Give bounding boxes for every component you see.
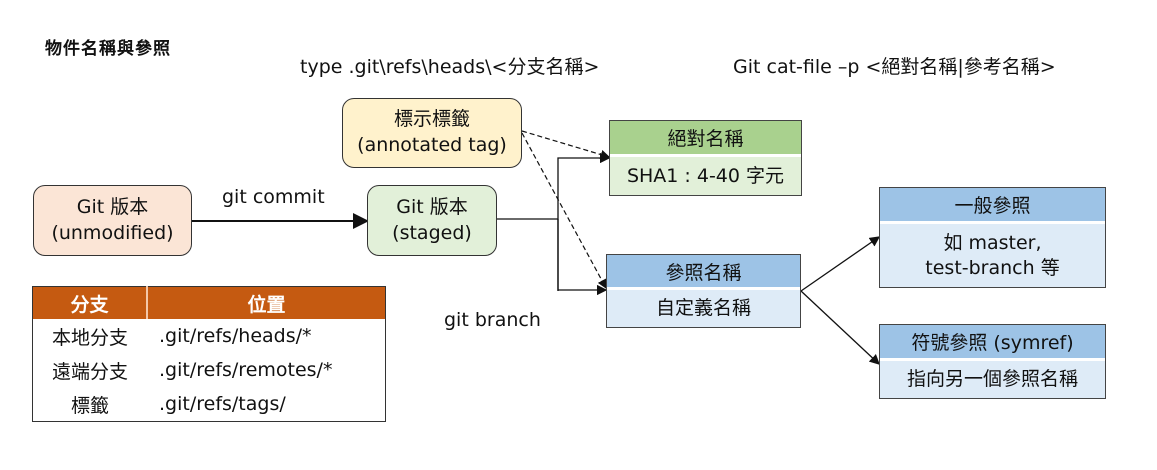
unmodified-line1: Git 版本 <box>76 195 149 218</box>
staged-line1: Git 版本 <box>396 195 468 218</box>
tag-to-refname-dashed <box>521 132 607 290</box>
ref-name-body: 自定義名稱 <box>607 290 800 327</box>
table-row: 遠端分支 .git/refs/remotes/* <box>33 353 386 387</box>
cat-file-command: Git cat-file –p <絕對名稱|參考名稱> <box>733 56 1056 78</box>
annotated-tag-box: 標示標籤 (annotated tag) <box>342 98 522 168</box>
staged-version-box: Git 版本 (staged) <box>367 185 497 256</box>
bracket-to-absolute <box>557 152 611 291</box>
symref-body: 指向另一個參照名稱 <box>880 361 1105 398</box>
table-header-row: 分支 位置 <box>32 286 386 319</box>
row-branch-type: 遠端分支 <box>51 360 128 383</box>
general-ref-body: 如 master, test-branch 等 <box>880 224 1105 287</box>
staged-line2: (staged) <box>392 221 472 244</box>
tag-to-absolute-dashed <box>521 130 611 160</box>
general-ref-node: 一般參照 如 master, test-branch 等 <box>879 187 1106 288</box>
absolute-name-body: SHA1 : 4-40 字元 <box>610 157 801 195</box>
git-branch-label: git branch <box>444 309 541 331</box>
ref-name-node: 參照名稱 自定義名稱 <box>606 254 801 328</box>
branch-location-table: 分支 位置 本地分支 .git/refs/heads/* 遠端分支 .git/r… <box>32 286 386 422</box>
ref-name-header: 參照名稱 <box>607 255 800 290</box>
row-location: .git/refs/heads/* <box>159 325 312 347</box>
absolute-name-header: 絕對名稱 <box>610 121 801 157</box>
bracket-to-refname <box>557 219 608 296</box>
table-row: 標籤 .git/refs/tags/ <box>33 387 386 422</box>
header-branch: 分支 <box>32 286 148 319</box>
git-commit-label: git commit <box>222 186 325 208</box>
ref-to-general-arrow <box>800 236 881 292</box>
row-branch-type: 本地分支 <box>51 326 128 349</box>
annotated-tag-line1: 標示標籤 <box>393 108 470 131</box>
row-location: .git/refs/remotes/* <box>159 359 333 381</box>
row-location: .git/refs/tags/ <box>159 393 286 415</box>
unmodified-version-box: Git 版本 (unmodified) <box>33 185 192 256</box>
annotated-tag-line2: (annotated tag) <box>357 134 507 156</box>
unmodified-line2: (unmodified) <box>51 221 174 244</box>
table-row: 本地分支 .git/refs/heads/* <box>33 319 386 353</box>
type-heads-command: type .git\refs\heads\<分支名稱> <box>300 56 600 78</box>
absolute-name-node: 絕對名稱 SHA1 : 4-40 字元 <box>609 120 802 196</box>
row-branch-type: 標籤 <box>70 394 109 417</box>
general-ref-body-line2: test-branch 等 <box>925 256 1060 279</box>
symref-node: 符號參照 (symref) 指向另一個參照名稱 <box>879 324 1106 399</box>
header-location: 位置 <box>147 286 386 319</box>
diagram-title: 物件名稱與參照 <box>45 39 171 59</box>
general-ref-body-line1: 如 master, <box>943 231 1042 254</box>
symref-header: 符號參照 (symref) <box>880 325 1105 361</box>
ref-to-symref-arrow <box>800 290 880 365</box>
general-ref-header: 一般參照 <box>880 188 1105 224</box>
